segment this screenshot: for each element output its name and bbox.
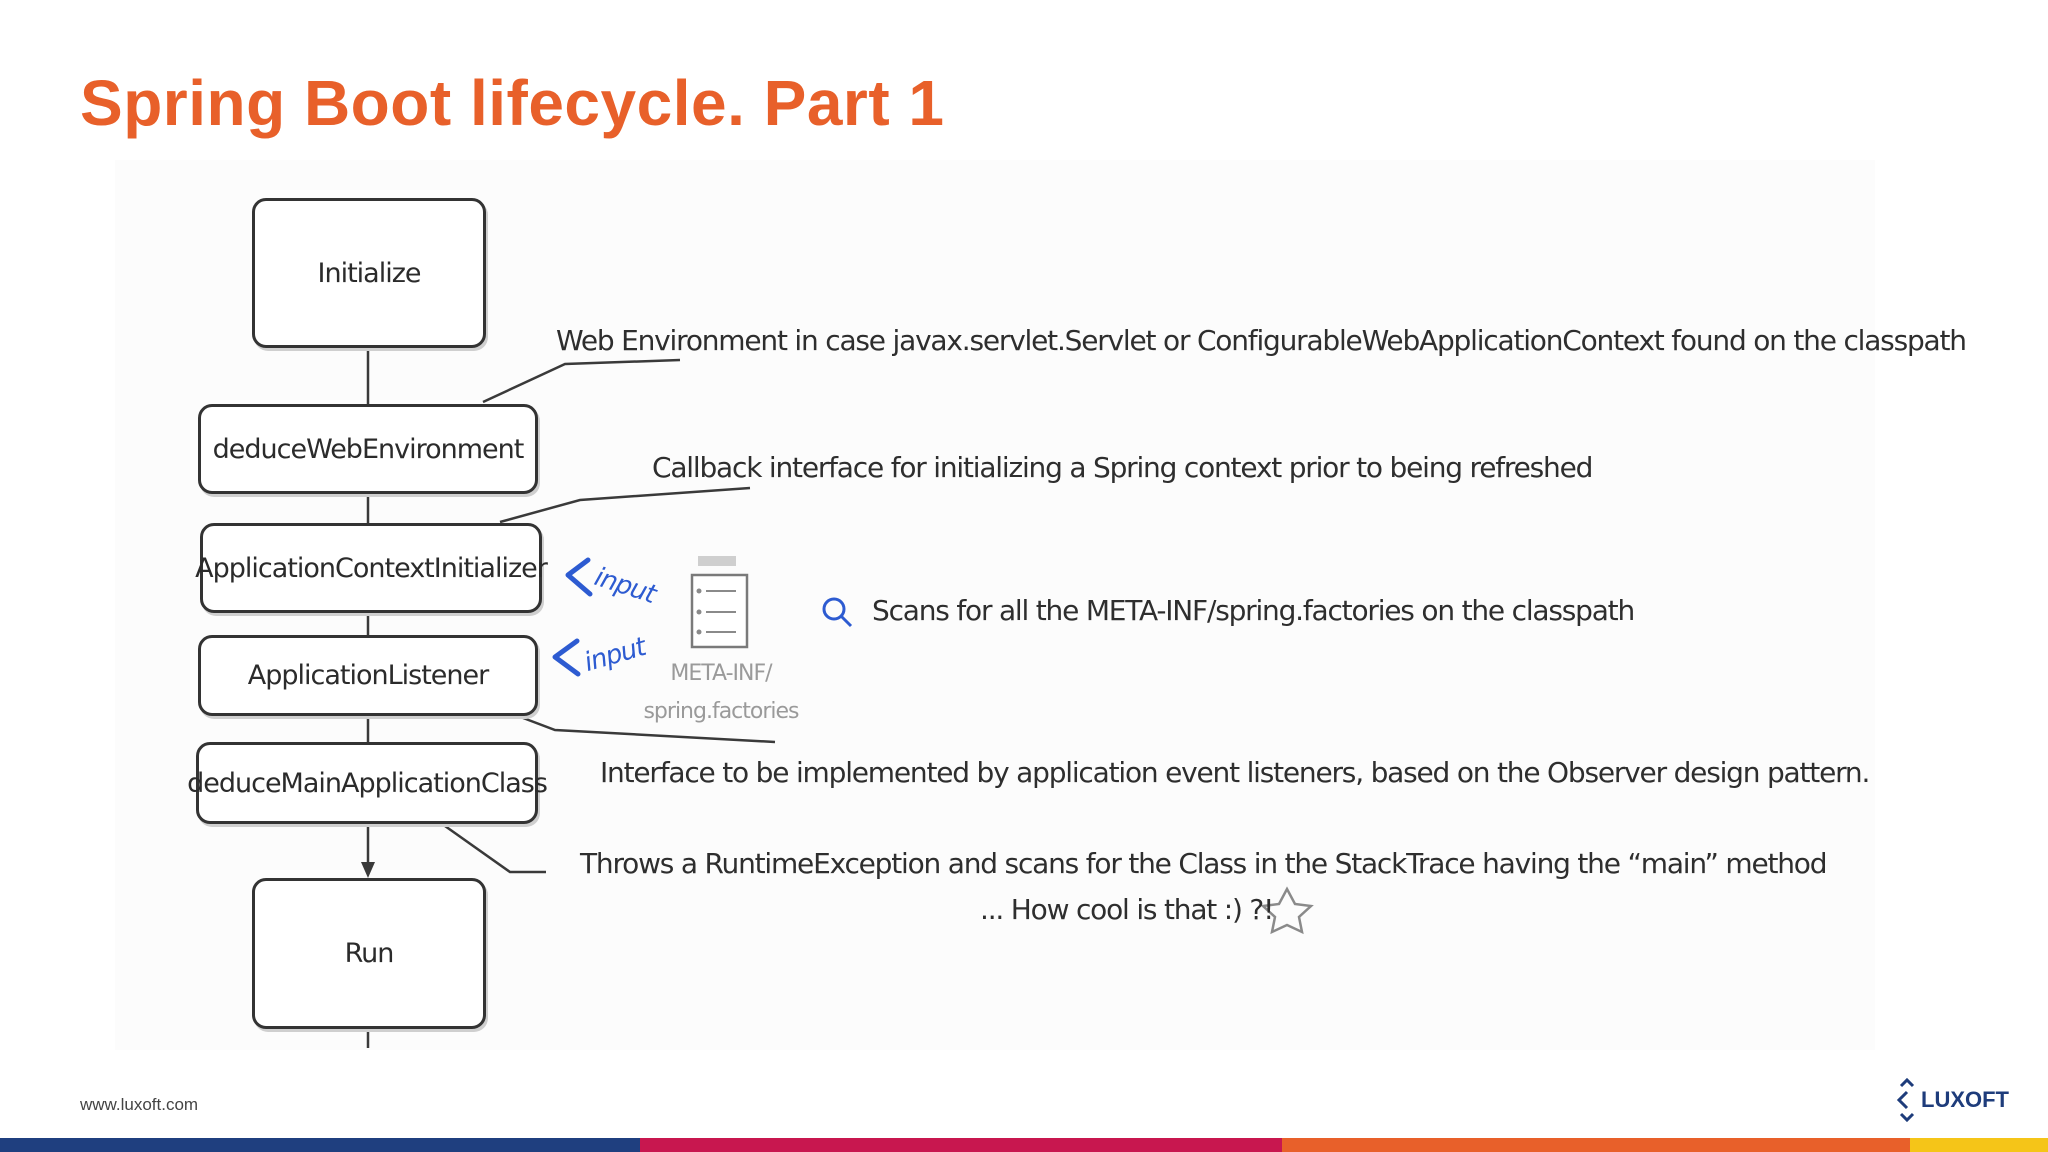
note-callback: Callback interface for initializing a Sp… (652, 451, 1593, 484)
logo-text: LUXOFT (1921, 1087, 2009, 1112)
step-run: Run (252, 878, 486, 1029)
bar-segment-orange (1282, 1138, 1910, 1152)
step-initialize: Initialize (252, 198, 486, 348)
note-cool: ... How cool is that :) ?! (980, 893, 1274, 926)
file-label-meta-inf: META-INF/ (670, 661, 772, 686)
input-arrow-icon (552, 638, 581, 677)
step-application-context-initializer: ApplicationContextInitializer (195, 523, 548, 613)
luxoft-logo-icon (1896, 1078, 1915, 1122)
input-arrow-icon (565, 557, 593, 597)
step-deduce-main-application-class: deduceMainApplicationClass (187, 742, 548, 824)
luxoft-logo: LUXOFT (1895, 1078, 2009, 1122)
file-label-spring-factories: spring.factories (643, 699, 799, 724)
document-list-icon (690, 556, 749, 649)
footer-url: www.luxoft.com (80, 1095, 199, 1114)
callout-listener (509, 711, 776, 744)
callout-web-environment (482, 358, 681, 404)
slide-title: Spring Boot lifecycle. Part 1 (80, 67, 945, 139)
step-deduce-web-environment: deduceWebEnvironment (198, 404, 538, 494)
note-scans: Scans for all the META-INF/spring.factor… (872, 594, 1635, 627)
arrowhead-icon (361, 862, 375, 878)
note-throws: Throws a RuntimeException and scans for … (580, 847, 1828, 880)
bar-segment-blue (0, 1138, 640, 1152)
star-icon (1260, 886, 1314, 935)
search-icon (822, 597, 853, 628)
bar-segment-yellow (1910, 1138, 2048, 1152)
bottom-color-bar (0, 1138, 2048, 1152)
callout-throws (444, 824, 546, 874)
callout-callback (499, 486, 751, 524)
note-web-environment: Web Environment in case javax.servlet.Se… (556, 324, 1967, 357)
bar-segment-magenta (640, 1138, 1282, 1152)
step-application-listener: ApplicationListener (198, 635, 538, 716)
note-listener: Interface to be implemented by applicati… (600, 756, 1870, 789)
